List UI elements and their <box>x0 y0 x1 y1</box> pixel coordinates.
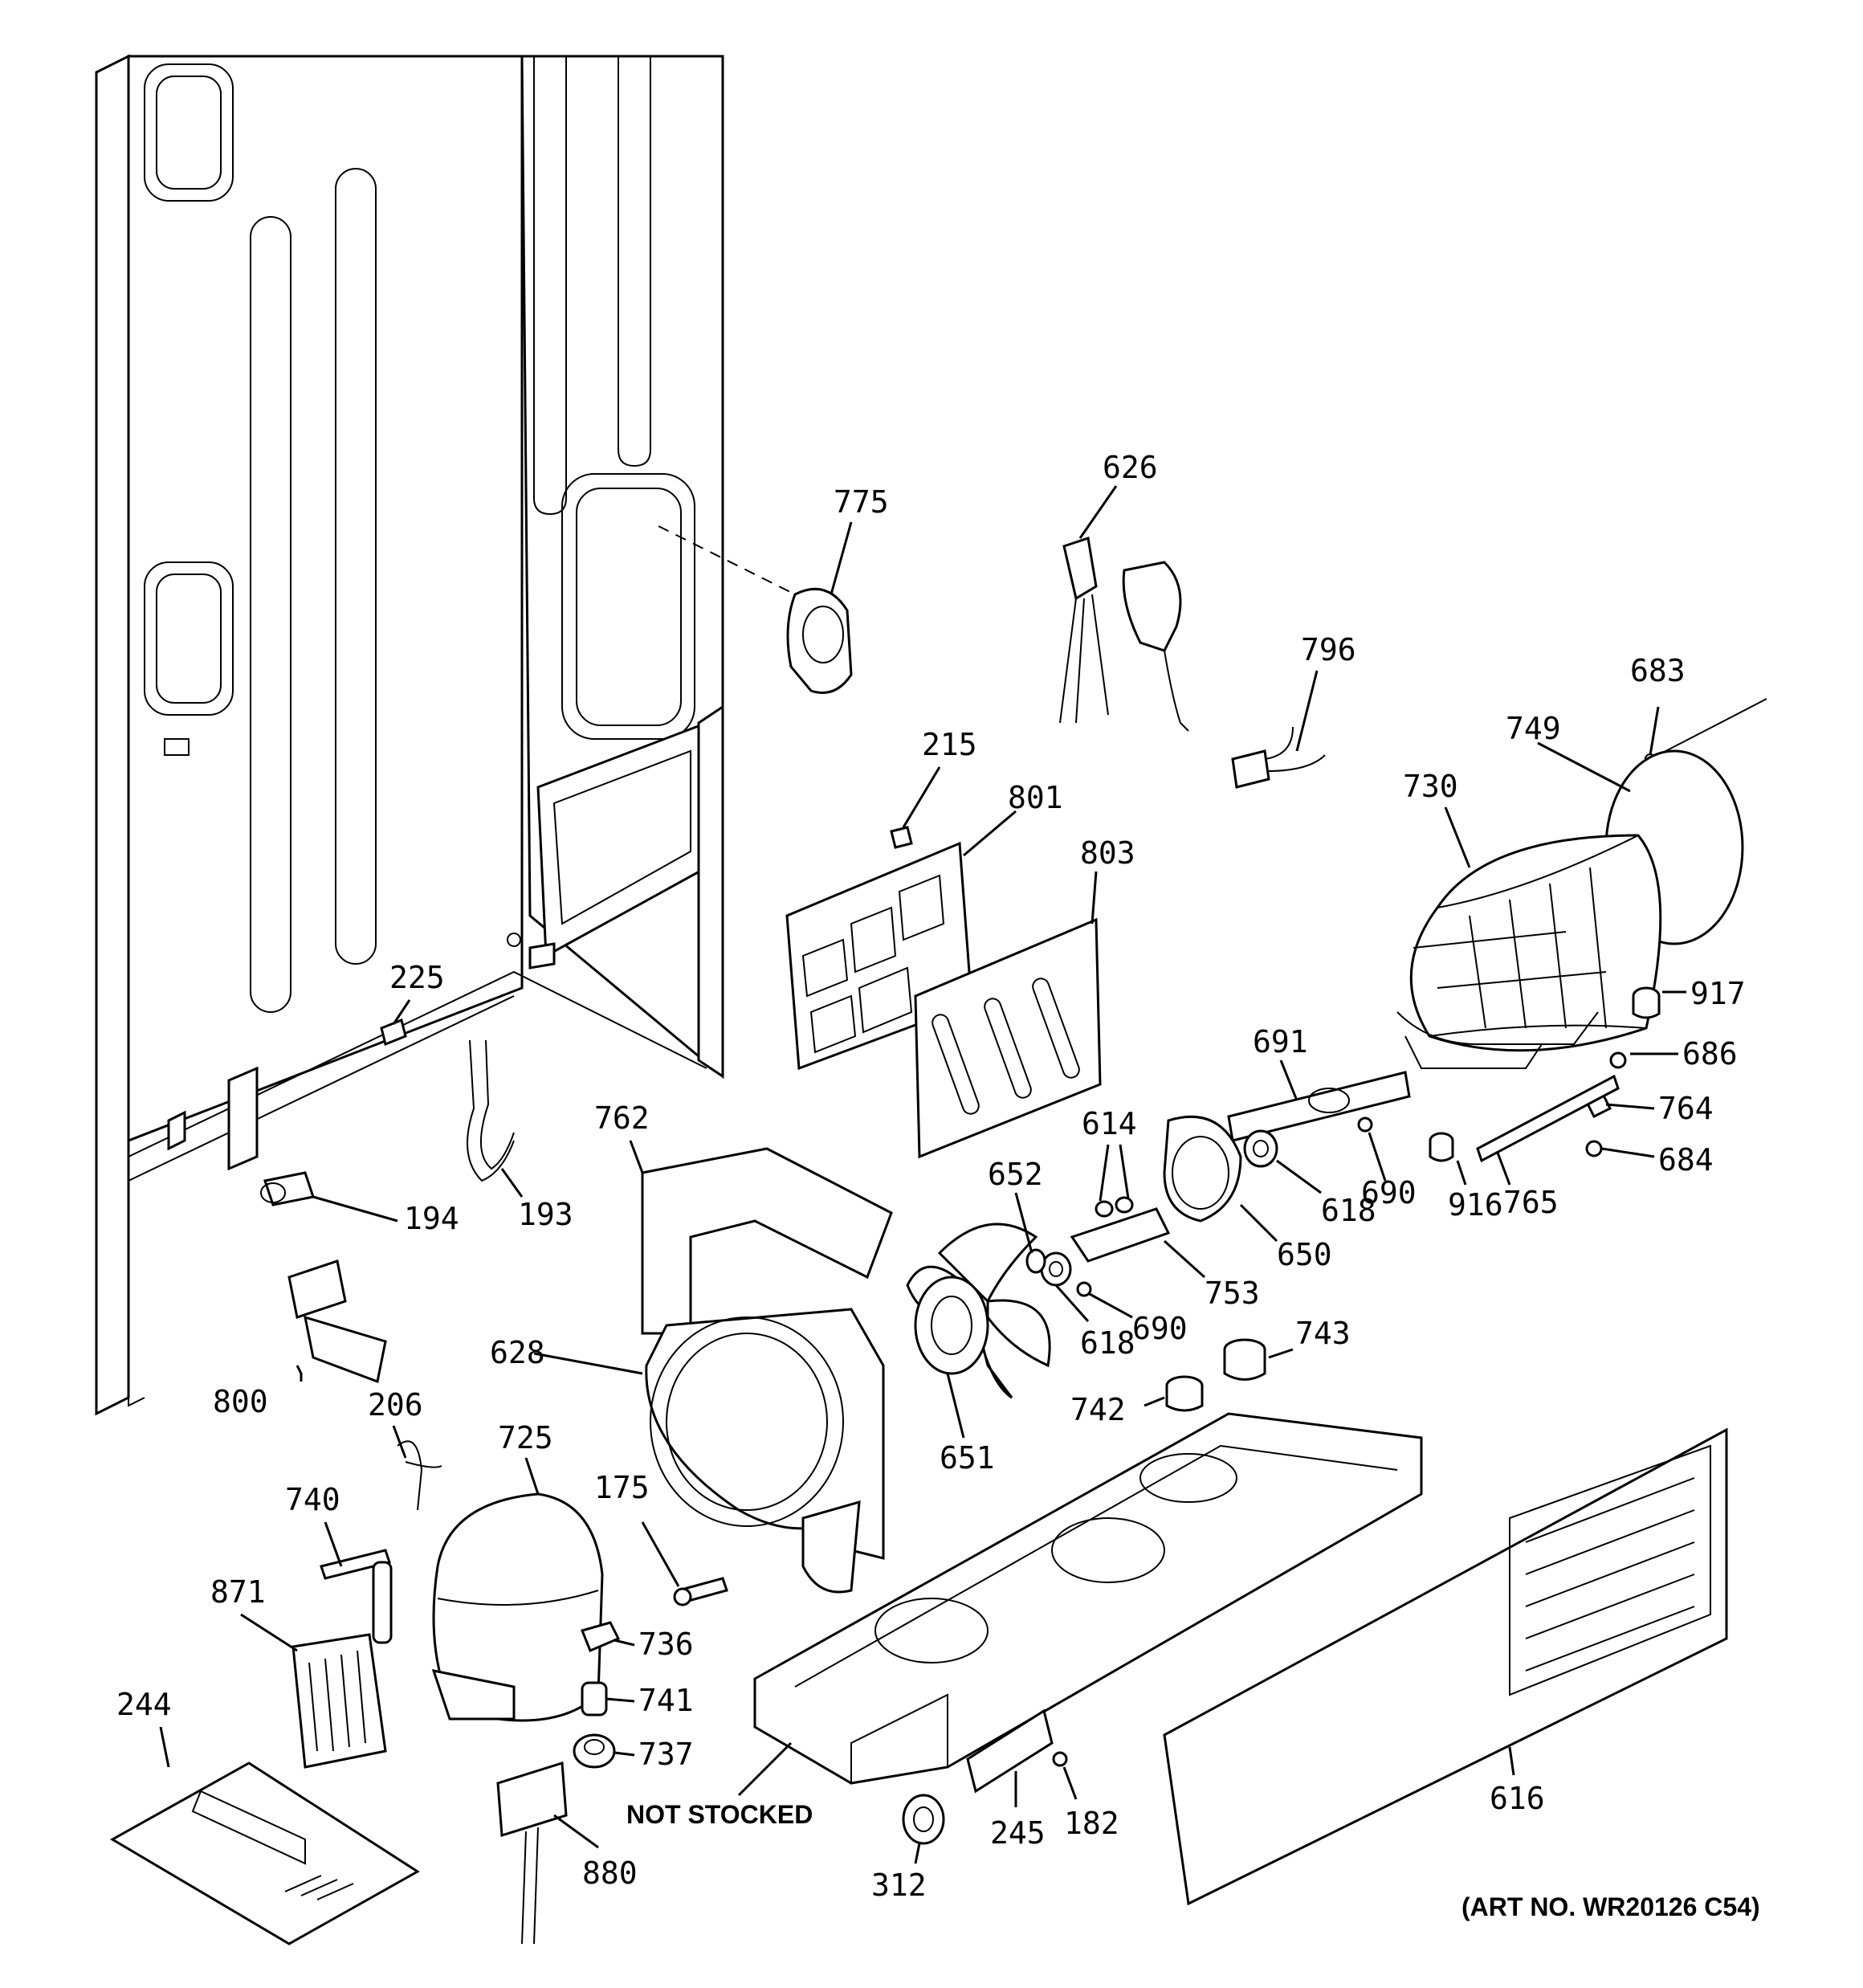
cabinet-back-panel <box>95 54 724 1416</box>
label-796: 796 <box>1301 632 1356 667</box>
part-215-standoff <box>890 826 913 849</box>
label-749: 749 <box>1506 711 1561 746</box>
part-245-bracket <box>966 1708 1054 1794</box>
part-803-heat-shield <box>914 917 1102 1159</box>
part-871-relay-box <box>291 1633 387 1769</box>
part-652-clip <box>1025 1248 1046 1274</box>
part-690a-screw <box>1357 1116 1373 1133</box>
label-801: 801 <box>1008 780 1063 815</box>
art-number-caption: (ART NO. WR20126 C54) <box>1461 1892 1760 1921</box>
label-614: 614 <box>1082 1106 1137 1141</box>
part-686-screw <box>1609 1051 1627 1069</box>
part-626-power-cord <box>1059 537 1189 732</box>
label-880: 880 <box>582 1855 638 1891</box>
leader-lines <box>159 485 1686 1864</box>
label-683: 683 <box>1630 653 1686 688</box>
label-245: 245 <box>990 1815 1046 1851</box>
part-690b-screw <box>1076 1281 1092 1297</box>
part-618a-grommet <box>1243 1129 1278 1168</box>
label-206: 206 <box>368 1387 423 1423</box>
label-684: 684 <box>1658 1142 1714 1178</box>
label-742: 742 <box>1070 1392 1126 1427</box>
label-765: 765 <box>1503 1185 1559 1220</box>
label-686: 686 <box>1682 1036 1738 1072</box>
label-762: 762 <box>594 1100 650 1136</box>
label-626: 626 <box>1103 450 1158 485</box>
part-917-spacer <box>1632 986 1661 1019</box>
part-182-screw <box>1052 1751 1068 1767</box>
part-880-thermostat <box>496 1761 568 1945</box>
label-628: 628 <box>490 1335 545 1370</box>
label-194: 194 <box>404 1201 459 1236</box>
part-number-labels: 626 775 796 683 749 730 215 801 803 225 … <box>116 450 1746 1903</box>
part-800-valve <box>287 1259 387 1384</box>
label-225: 225 <box>389 960 445 995</box>
label-803: 803 <box>1080 835 1135 871</box>
label-690a: 690 <box>1361 1175 1417 1210</box>
part-651-fan-blade <box>906 1223 1051 1399</box>
part-175-bolt <box>673 1577 728 1606</box>
part-616-grille-cover <box>1163 1427 1728 1906</box>
part-193-drain-tube <box>467 1039 515 1182</box>
label-775: 775 <box>834 484 889 520</box>
part-194-clamp <box>260 1171 315 1206</box>
label-215: 215 <box>922 727 977 762</box>
part-312-roller <box>902 1794 945 1845</box>
label-651: 651 <box>940 1440 995 1476</box>
label-618b: 618 <box>1080 1325 1135 1361</box>
label-737: 737 <box>638 1737 694 1772</box>
part-796-harness <box>1231 726 1326 789</box>
label-917: 917 <box>1690 976 1746 1011</box>
label-175: 175 <box>594 1470 650 1505</box>
part-753-motor-bracket <box>1070 1207 1171 1263</box>
label-743: 743 <box>1295 1316 1351 1351</box>
part-725-compressor <box>431 1492 604 1722</box>
part-618b-grommet <box>1040 1251 1072 1287</box>
label-725: 725 <box>498 1420 553 1455</box>
label-736: 736 <box>638 1627 694 1662</box>
label-244: 244 <box>116 1687 172 1722</box>
part-650-fan-motor <box>1163 1115 1242 1223</box>
label-616: 616 <box>1490 1781 1545 1816</box>
label-182: 182 <box>1064 1806 1119 1841</box>
label-800: 800 <box>213 1384 268 1419</box>
part-743-foot <box>1223 1338 1266 1381</box>
label-650: 650 <box>1277 1237 1332 1272</box>
label-193: 193 <box>518 1197 573 1232</box>
not-stocked-note: NOT STOCKED <box>626 1800 813 1829</box>
dashed-leader-775 <box>658 525 812 603</box>
label-740: 740 <box>285 1482 340 1517</box>
part-691-bracket <box>1227 1071 1411 1142</box>
label-741: 741 <box>638 1683 694 1718</box>
label-618a: 618 <box>1321 1193 1376 1228</box>
label-871: 871 <box>210 1574 266 1610</box>
part-737-grommet <box>573 1733 616 1769</box>
part-765-strap <box>1476 1074 1620 1163</box>
label-730: 730 <box>1403 769 1458 804</box>
label-753: 753 <box>1205 1276 1260 1311</box>
part-740-drier <box>320 1549 393 1644</box>
part-762-duct <box>641 1147 893 1335</box>
part-916-spacer <box>1429 1132 1454 1162</box>
part-206-clip <box>397 1440 442 1511</box>
label-652: 652 <box>988 1157 1043 1192</box>
label-916: 916 <box>1448 1187 1503 1223</box>
part-628-fan-shroud <box>645 1308 885 1594</box>
part-684-screw <box>1585 1140 1603 1157</box>
part-base-pan <box>753 1412 1423 1785</box>
label-312: 312 <box>871 1868 927 1903</box>
part-742-foot <box>1165 1375 1204 1412</box>
part-244-kit <box>109 1761 420 1945</box>
part-614-nuts <box>1095 1196 1134 1218</box>
part-730-condenser-coil <box>1396 834 1662 1069</box>
label-691: 691 <box>1253 1024 1308 1059</box>
part-736-clip <box>580 1621 621 1652</box>
part-741-grommet <box>581 1681 608 1717</box>
part-775-bracket <box>786 587 853 694</box>
label-690b: 690 <box>1132 1311 1188 1346</box>
label-764: 764 <box>1658 1091 1714 1126</box>
